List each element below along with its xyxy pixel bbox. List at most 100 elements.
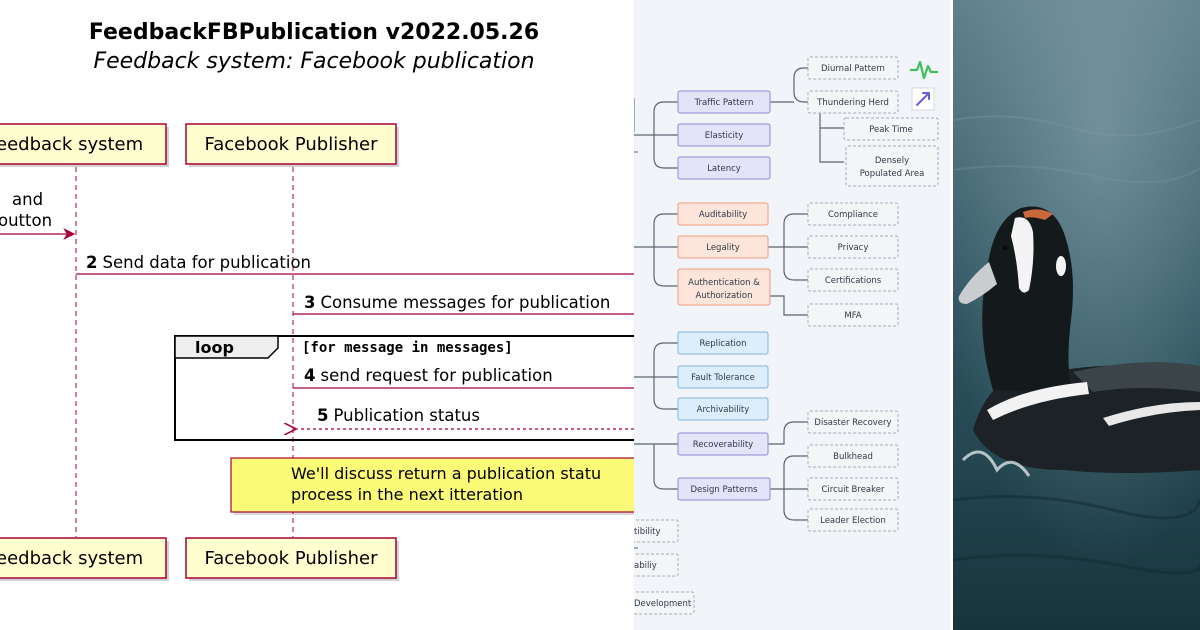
- water-ripple: [953, 165, 1200, 184]
- connector: [770, 455, 808, 521]
- connector: [793, 67, 808, 103]
- mind-map: Traffic Pattern Elasticity Latency Diurn…: [634, 56, 939, 615]
- leaf-text: Densely: [875, 156, 909, 166]
- svg-text:Design Patterns: Design Patterns: [690, 485, 758, 495]
- leaf-compliance: Compliance: [807, 202, 899, 226]
- node-archivability: Archivability: [677, 397, 769, 421]
- svg-text:Legality: Legality: [706, 243, 740, 253]
- leaf-densely-populated-area: Densely Populated Area: [845, 145, 939, 187]
- note-line-1: We'll discuss return a publication statu: [291, 464, 601, 483]
- leaf-privacy: Privacy: [807, 235, 899, 259]
- leaf-bulkhead: Bulkhead: [807, 444, 899, 468]
- duck: [958, 206, 1200, 477]
- node-recoverability: Recoverability: [677, 432, 769, 456]
- pulse-icon: [909, 60, 939, 80]
- svg-text:Thundering Herd: Thundering Herd: [816, 98, 889, 108]
- svg-text:Diurnal Pattern: Diurnal Pattern: [821, 64, 885, 74]
- svg-text:Bulkhead: Bulkhead: [833, 452, 873, 462]
- node-design-patterns: Design Patterns: [677, 477, 771, 501]
- sequence-diagram: FeedbackFBPublication v2022.05.26 Feedba…: [0, 20, 634, 581]
- participant-feedback-system-bottom: eedback system: [0, 537, 169, 581]
- connector: [770, 295, 808, 316]
- node-replication: Replication: [677, 331, 769, 355]
- node-auditability: Auditability: [677, 202, 769, 226]
- connector: [819, 112, 844, 163]
- leaf-circuit-breaker: Circuit Breaker: [807, 477, 899, 501]
- node-latency: Latency: [677, 156, 771, 180]
- message-1-line2: outton: [0, 211, 52, 230]
- water-ripple: [953, 553, 1200, 575]
- connector: [768, 421, 808, 445]
- note-line-2: process in the next itteration: [291, 485, 523, 504]
- leaf-diurnal-pattern: Diurnal Pattern: [807, 56, 899, 80]
- svg-text:MFA: MFA: [844, 311, 861, 321]
- node-text: Authentication &: [688, 278, 760, 288]
- node-fault-tolerance: Fault Tolerance: [677, 365, 769, 389]
- leaf-leader-election: Leader Election: [807, 508, 899, 532]
- participant-label: Facebook Publisher: [205, 134, 379, 155]
- leaf-certifications: Certifications: [807, 268, 899, 292]
- trend-up-icon: [911, 87, 935, 111]
- svg-text:Fault Tolerance: Fault Tolerance: [691, 373, 755, 383]
- panel-divider: [950, 0, 953, 630]
- participant-feedback-system-top: eedback system: [0, 123, 169, 167]
- leaf-text: Populated Area: [860, 169, 925, 179]
- svg-text:Archivability: Archivability: [697, 405, 750, 415]
- svg-text:abiliy: abiliy: [634, 561, 657, 571]
- connector: [664, 101, 678, 169]
- svg-text:Peak Time: Peak Time: [869, 125, 913, 135]
- connector: [768, 213, 808, 281]
- mind-map-panel: Traffic Pattern Elasticity Latency Diurn…: [634, 0, 950, 630]
- message-1-line1: and: [12, 190, 43, 209]
- leaf-mfa: MFA: [807, 303, 899, 327]
- svg-text:tibility: tibility: [634, 527, 661, 537]
- svg-text:Privacy: Privacy: [838, 243, 869, 253]
- svg-text:Latency: Latency: [707, 164, 741, 174]
- svg-text:Recoverability: Recoverability: [693, 440, 753, 450]
- water-ripple: [953, 495, 1200, 520]
- duck-photo: [953, 0, 1200, 630]
- loop-fragment: loop [for message in messages]: [174, 335, 634, 441]
- svg-text:Auditability: Auditability: [699, 210, 747, 220]
- node-traffic-pattern: Traffic Pattern: [677, 90, 771, 114]
- connector: [653, 342, 678, 410]
- diagram-title: FeedbackFBPublication v2022.05.26: [89, 20, 539, 45]
- node-elasticity: Elasticity: [677, 123, 771, 147]
- svg-text:Development: Development: [634, 599, 692, 609]
- participant-label: Facebook Publisher: [205, 548, 379, 569]
- svg-text:Compliance: Compliance: [828, 210, 878, 220]
- participant-label: eedback system: [0, 548, 143, 569]
- svg-text:Disaster Recovery: Disaster Recovery: [814, 418, 891, 428]
- node-text: Authorization: [696, 291, 753, 301]
- leaf-thundering-herd: Thundering Herd: [807, 90, 899, 114]
- participant-facebook-publisher-bottom: Facebook Publisher: [185, 537, 399, 581]
- svg-text:Circuit Breaker: Circuit Breaker: [822, 485, 885, 495]
- participant-facebook-publisher-top: Facebook Publisher: [185, 123, 399, 167]
- svg-text:Leader Election: Leader Election: [820, 516, 886, 526]
- participant-label: eedback system: [0, 134, 143, 155]
- diagram-subtitle: Feedback system: Facebook publication: [93, 49, 534, 74]
- leaf-peak-time: Peak Time: [843, 117, 939, 141]
- water-ripple: [953, 115, 1200, 137]
- leaf-disaster-recovery: Disaster Recovery: [807, 410, 899, 434]
- node-authentication-authorization: Authentication & Authorization: [677, 268, 771, 306]
- loop-label: loop: [195, 338, 234, 357]
- duck-photo-panel: [953, 0, 1200, 630]
- connector: [653, 213, 678, 287]
- svg-text:Certifications: Certifications: [825, 276, 882, 286]
- fragment-node: abiliy: [634, 553, 679, 577]
- node-legality: Legality: [677, 235, 769, 259]
- fragment-node: tibility: [634, 519, 679, 543]
- fragment-node: Development: [634, 591, 695, 615]
- sequence-diagram-panel: FeedbackFBPublication v2022.05.26 Feedba…: [0, 20, 634, 581]
- note: We'll discuss return a publication statu…: [230, 457, 634, 515]
- loop-guard: [for message in messages]: [302, 340, 513, 356]
- svg-text:Replication: Replication: [699, 339, 746, 349]
- connector: [634, 443, 678, 490]
- svg-text:Elasticity: Elasticity: [705, 131, 743, 141]
- svg-text:Traffic Pattern: Traffic Pattern: [694, 98, 754, 108]
